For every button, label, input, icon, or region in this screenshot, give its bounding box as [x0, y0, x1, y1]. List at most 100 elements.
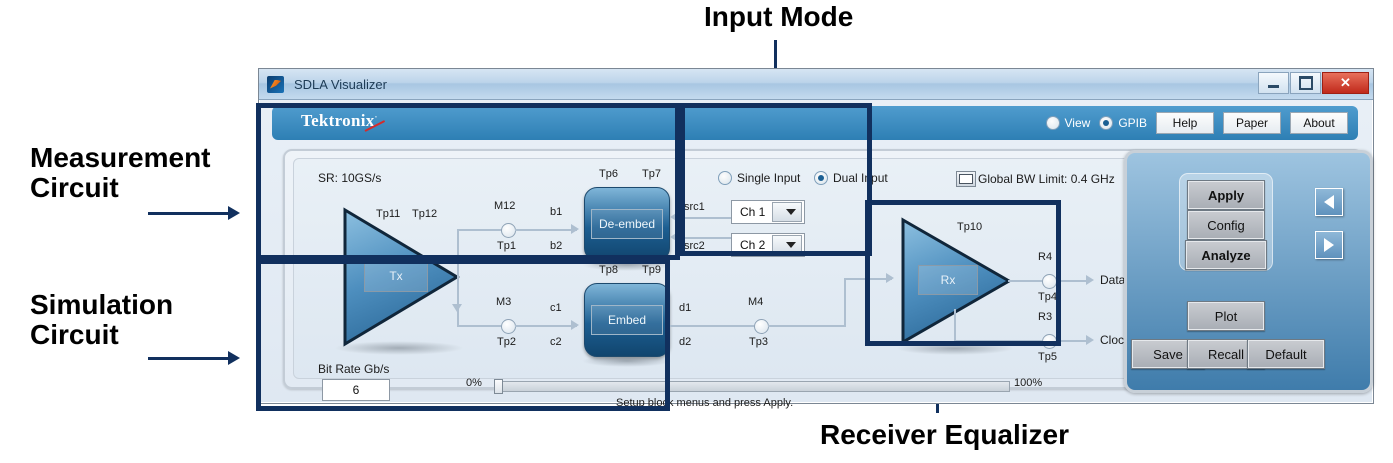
de-embed-label: De-embed — [598, 217, 656, 231]
prev-arrow-button[interactable] — [1315, 188, 1343, 216]
radio-single-input-label: Single Input — [737, 171, 801, 185]
chevron-right-icon — [1324, 238, 1334, 252]
wire-src-arrow-1 — [670, 212, 678, 222]
radio-dual-input-icon[interactable] — [814, 171, 828, 185]
sample-rate-label: SR: 10GS/s — [318, 171, 382, 185]
wire-m4-to-rx-v — [844, 278, 846, 326]
annotation-measurement-arrow-line — [148, 212, 232, 215]
src1-label: src1 — [684, 201, 705, 213]
channel-2-select[interactable]: Ch 2 — [731, 233, 805, 257]
radio-view[interactable]: View — [1045, 116, 1090, 130]
r3-label: R3 — [1038, 311, 1053, 323]
wire-rx-clock-v — [954, 309, 956, 341]
annotation-measurement-circuit: Measurement Circuit — [30, 142, 211, 204]
radio-view-icon[interactable] — [1045, 116, 1060, 130]
close-button[interactable]: ✕ — [1322, 72, 1369, 94]
minimize-icon — [1268, 85, 1279, 88]
next-arrow-button[interactable] — [1315, 231, 1343, 259]
src2-label: src2 — [684, 240, 705, 252]
tp9-label: Tp9 — [642, 264, 661, 276]
tp5-label: Tp5 — [1038, 351, 1057, 363]
analyze-button[interactable]: Analyze — [1185, 240, 1267, 270]
tp1-label: Tp1 — [497, 240, 516, 252]
tp4-label: Tp4 — [1038, 291, 1057, 303]
progress-bar-knob[interactable] — [494, 379, 503, 394]
wire-rx-data — [1008, 280, 1042, 282]
about-button[interactable]: About — [1290, 112, 1348, 134]
minimize-button[interactable] — [1258, 72, 1289, 94]
wire-branch-down-arrow — [452, 255, 462, 263]
paper-button[interactable]: Paper — [1223, 112, 1281, 134]
radio-single-input[interactable]: Single Input — [718, 171, 800, 185]
rx-label: Rx — [940, 273, 956, 287]
radio-gpib[interactable]: GPIB — [1099, 116, 1147, 130]
clock-output-label: Clock — [1100, 333, 1131, 347]
wire-m12-to-deembed — [515, 229, 577, 231]
channel-2-chevron-down-icon[interactable] — [772, 235, 802, 255]
node-tp1[interactable] — [501, 223, 516, 238]
tp3-label: Tp3 — [749, 336, 768, 348]
radio-single-input-icon[interactable] — [718, 171, 732, 185]
wire-branch-down — [457, 277, 459, 325]
wire-m3-to-embed — [515, 325, 577, 327]
radio-gpib-icon[interactable] — [1099, 116, 1114, 130]
header-controls: View GPIB Help Paper About — [1045, 112, 1348, 134]
plot-button[interactable]: Plot — [1187, 301, 1265, 331]
annotation-measurement-arrow-head — [228, 206, 240, 220]
wire-m3-left — [457, 325, 501, 327]
matlab-icon — [267, 75, 284, 93]
tp11-label: Tp11 — [376, 208, 401, 220]
bit-rate-input[interactable]: 6 — [322, 379, 390, 401]
node-tp4[interactable] — [1042, 274, 1057, 289]
channel-1-select[interactable]: Ch 1 — [731, 200, 805, 224]
node-tp3[interactable] — [754, 319, 769, 334]
tx-shadow — [334, 341, 464, 355]
radio-gpib-label: GPIB — [1118, 116, 1147, 130]
m4-label: M4 — [748, 296, 764, 308]
tp12-label: Tp12 — [412, 208, 438, 220]
wire-embed-to-m4 — [668, 325, 754, 327]
rx-amplifier[interactable]: Rx — [900, 217, 1012, 345]
wire-embed-in-arrow — [571, 320, 579, 330]
wire-src2 — [684, 237, 736, 239]
progress-max-label: 100% — [1014, 377, 1043, 389]
global-bw-limit-button[interactable] — [956, 171, 976, 187]
tx-amplifier[interactable]: Tx — [342, 207, 460, 347]
radio-dual-input[interactable]: Dual Input — [814, 171, 888, 185]
apply-button[interactable]: Apply — [1187, 180, 1265, 210]
bit-rate-label: Bit Rate Gb/s — [318, 362, 390, 376]
r4-label: R4 — [1038, 251, 1053, 263]
node-tp5[interactable] — [1042, 334, 1057, 349]
wire-rx-in-arrow — [886, 273, 894, 283]
embed-label-box: Embed — [591, 305, 663, 335]
annotation-simulation-arrow-head — [228, 351, 240, 365]
embed-block[interactable]: Embed — [584, 283, 670, 357]
chevron-left-icon — [1324, 195, 1334, 209]
help-button[interactable]: Help — [1156, 112, 1214, 134]
progress-bar[interactable] — [496, 381, 1010, 392]
de-embed-block[interactable]: De-embed — [584, 187, 670, 261]
de-embed-label-box: De-embed — [591, 209, 663, 239]
tp10-label: Tp10 — [957, 221, 983, 233]
wire-data-out — [1056, 280, 1090, 282]
m3-label: M3 — [496, 296, 512, 308]
embed-label: Embed — [607, 313, 647, 327]
tektronix-logo: Tektronix· — [301, 111, 378, 131]
wire-src-arrow-2 — [670, 232, 678, 242]
window-title: SDLA Visualizer — [294, 76, 387, 92]
channel-1-chevron-down-icon[interactable] — [772, 202, 802, 222]
default-button[interactable]: Default — [1247, 339, 1325, 369]
window-buttons: ✕ — [1258, 72, 1369, 94]
node-tp2[interactable] — [501, 319, 516, 334]
annotation-simulation-arrow-line — [148, 357, 232, 360]
keypad-icon — [959, 174, 973, 184]
maximize-button[interactable] — [1290, 72, 1321, 94]
global-bw-limit-label: Global BW Limit: 0.4 GHz — [978, 172, 1115, 186]
b2-label: b2 — [550, 240, 563, 252]
rx-label-box: Rx — [918, 265, 978, 295]
tektronix-logo-text: Tektronix — [301, 111, 375, 130]
window-titlebar[interactable]: SDLA Visualizer ✕ — [259, 69, 1373, 100]
bit-rate-value: 6 — [352, 383, 360, 397]
config-button[interactable]: Config — [1187, 210, 1265, 240]
wire-clock-out — [1056, 340, 1090, 342]
